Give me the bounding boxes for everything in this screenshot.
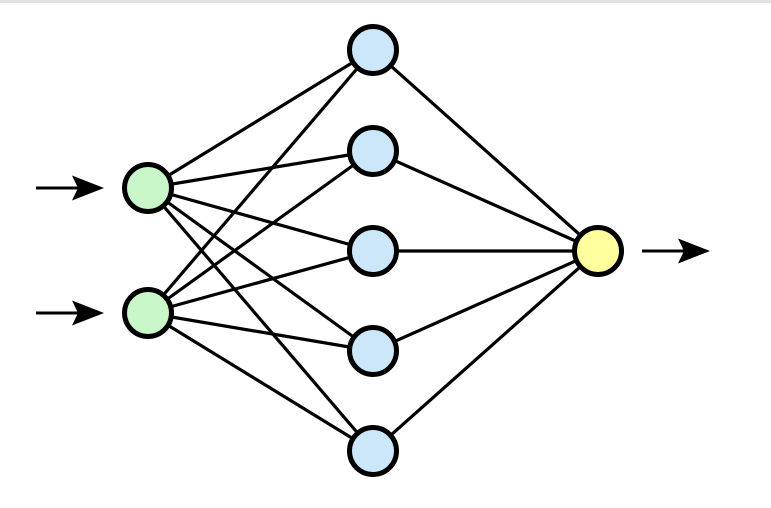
- connection-line: [372, 249, 599, 353]
- hidden-node: [347, 24, 399, 76]
- arrows-group: [36, 175, 710, 326]
- connection-line: [147, 186, 374, 353]
- connection-line: [147, 48, 374, 190]
- input-arrow-top: [36, 175, 104, 201]
- output-arrow: [642, 238, 710, 264]
- output-arrow-head: [678, 238, 710, 264]
- connection-line: [147, 186, 374, 253]
- connection-line: [371, 249, 600, 453]
- nodes-group: [122, 24, 624, 477]
- hidden-node: [347, 225, 399, 277]
- connections-group: [146, 48, 600, 453]
- connection-line: [147, 311, 374, 353]
- connection-line: [147, 149, 374, 190]
- connection-line: [146, 186, 375, 453]
- connection-line: [147, 249, 374, 315]
- hidden-node: [347, 425, 399, 477]
- hidden-node: [347, 125, 399, 177]
- top-border-line: [0, 0, 771, 3]
- output-node: [572, 225, 624, 277]
- input-node: [122, 287, 174, 339]
- connection-line: [147, 149, 374, 315]
- connection-line: [146, 48, 375, 315]
- connection-line: [371, 48, 600, 253]
- input-arrow-top-head: [72, 175, 104, 201]
- input-node: [122, 162, 174, 214]
- input-arrow-bottom-head: [72, 300, 104, 326]
- input-arrow-bottom: [36, 300, 104, 326]
- connection-line: [147, 311, 374, 453]
- connection-line: [372, 149, 599, 253]
- hidden-node: [347, 325, 399, 377]
